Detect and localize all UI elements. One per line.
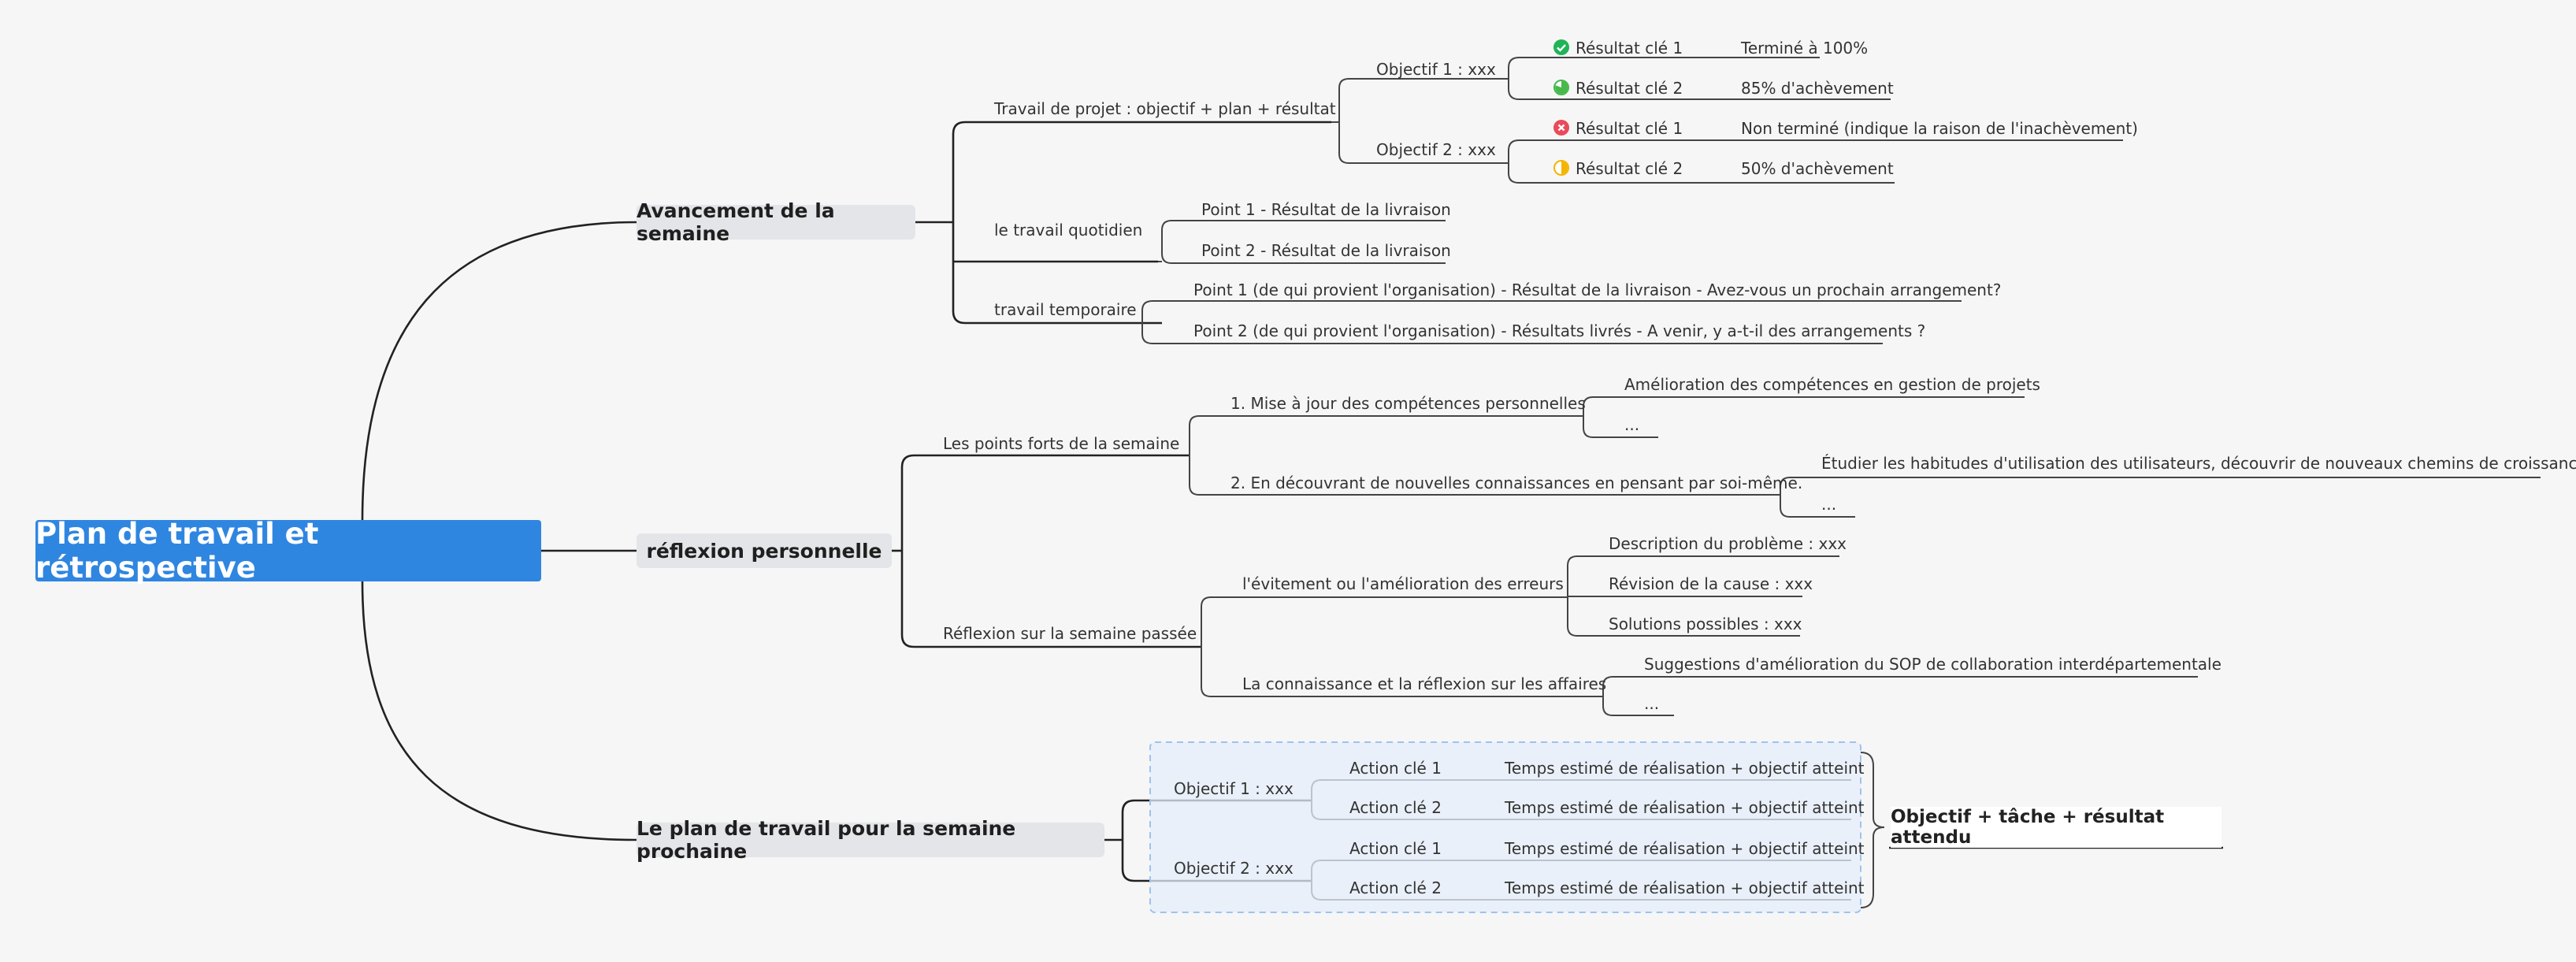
quotidien-point-1[interactable]: Point 1 - Résultat de la livraison: [1201, 200, 1451, 219]
kr-4-label[interactable]: Résultat clé 2: [1576, 159, 1683, 178]
forts-connaissances[interactable]: 2. En découvrant de nouvelles connaissan…: [1230, 474, 1803, 492]
plan-obj1-action-2[interactable]: Action clé 2: [1349, 798, 1442, 817]
passee-erreurs-leaf-3[interactable]: Solutions possibles : xxx: [1609, 615, 1802, 633]
root-topic[interactable]: Plan de travail et rétrospective: [35, 517, 541, 585]
topic-objectif-2[interactable]: Objectif 2 : xxx: [1376, 140, 1496, 159]
plan-obj2-action-2[interactable]: Action clé 2: [1349, 878, 1442, 897]
passee-erreurs[interactable]: l'évitement ou l'amélioration des erreur…: [1242, 574, 1564, 593]
kr-3-label[interactable]: Résultat clé 1: [1576, 119, 1683, 138]
summary-topic[interactable]: Objectif + tâche + résultat attendu: [1891, 807, 2222, 848]
forts-competences-leaf-1[interactable]: Amélioration des compétences en gestion …: [1624, 375, 2040, 394]
plan-group-box: [1149, 741, 1861, 913]
forts-competences-leaf-2[interactable]: ...: [1624, 415, 1640, 434]
passee-erreurs-leaf-2[interactable]: Révision de la cause : xxx: [1609, 574, 1813, 593]
plan-obj2-action-2-value[interactable]: Temps estimé de réalisation + objectif a…: [1505, 878, 1865, 897]
plan-obj2-action-1-value[interactable]: Temps estimé de réalisation + objectif a…: [1505, 839, 1865, 858]
topic-travail-temporaire[interactable]: travail temporaire: [994, 300, 1137, 319]
half-pie-icon: [1553, 160, 1569, 176]
plan-objectif-1[interactable]: Objectif 1 : xxx: [1174, 779, 1294, 798]
plan-objectif-2[interactable]: Objectif 2 : xxx: [1174, 859, 1294, 878]
passee-affaires[interactable]: La connaissance et la réflexion sur les …: [1242, 674, 1607, 693]
check-circle-icon: [1553, 39, 1569, 55]
passee-erreurs-leaf-1[interactable]: Description du problème : xxx: [1609, 534, 1847, 553]
kr-3-value[interactable]: Non terminé (indique la raison de l'inac…: [1741, 119, 2138, 138]
forts-connaissances-leaf-1[interactable]: Étudier les habitudes d'utilisation des …: [1821, 454, 2576, 473]
quotidien-point-2[interactable]: Point 2 - Résultat de la livraison: [1201, 241, 1451, 260]
temporaire-point-2[interactable]: Point 2 (de qui provient l'organisation)…: [1193, 321, 1926, 340]
kr-1-label[interactable]: Résultat clé 1: [1576, 39, 1683, 58]
plan-obj1-action-1-value[interactable]: Temps estimé de réalisation + objectif a…: [1505, 759, 1865, 778]
kr-4-value[interactable]: 50% d'achèvement: [1741, 159, 1894, 178]
forts-connaissances-leaf-2[interactable]: ...: [1821, 495, 1837, 514]
branch-plan[interactable]: Le plan de travail pour la semaine proch…: [637, 817, 1104, 863]
plan-obj1-action-2-value[interactable]: Temps estimé de réalisation + objectif a…: [1505, 798, 1865, 817]
topic-travail-projet[interactable]: Travail de projet : objectif + plan + ré…: [994, 99, 1336, 118]
pie-85-icon: [1553, 80, 1569, 95]
plan-obj1-action-1[interactable]: Action clé 1: [1349, 759, 1442, 778]
topic-objectif-1[interactable]: Objectif 1 : xxx: [1376, 60, 1496, 79]
kr-1-value[interactable]: Terminé à 100%: [1741, 39, 1869, 58]
temporaire-point-1[interactable]: Point 1 (de qui provient l'organisation)…: [1193, 280, 2002, 299]
passee-affaires-leaf-2[interactable]: ...: [1644, 694, 1660, 713]
topic-points-forts[interactable]: Les points forts de la semaine: [943, 434, 1180, 453]
passee-affaires-leaf-1[interactable]: Suggestions d'amélioration du SOP de col…: [1644, 655, 2222, 674]
topic-travail-quotidien[interactable]: le travail quotidien: [994, 221, 1143, 240]
kr-2-label[interactable]: Résultat clé 2: [1576, 79, 1683, 98]
plan-obj2-action-1[interactable]: Action clé 1: [1349, 839, 1442, 858]
cross-circle-icon: [1553, 120, 1569, 136]
branch-avancement[interactable]: Avancement de la semaine: [637, 199, 915, 245]
forts-competences[interactable]: 1. Mise à jour des compétences personnel…: [1230, 394, 1586, 413]
kr-2-value[interactable]: 85% d'achèvement: [1741, 79, 1894, 98]
branch-reflexion[interactable]: réflexion personnelle: [637, 533, 892, 568]
topic-reflexion-semaine-passee[interactable]: Réflexion sur la semaine passée: [943, 624, 1197, 643]
